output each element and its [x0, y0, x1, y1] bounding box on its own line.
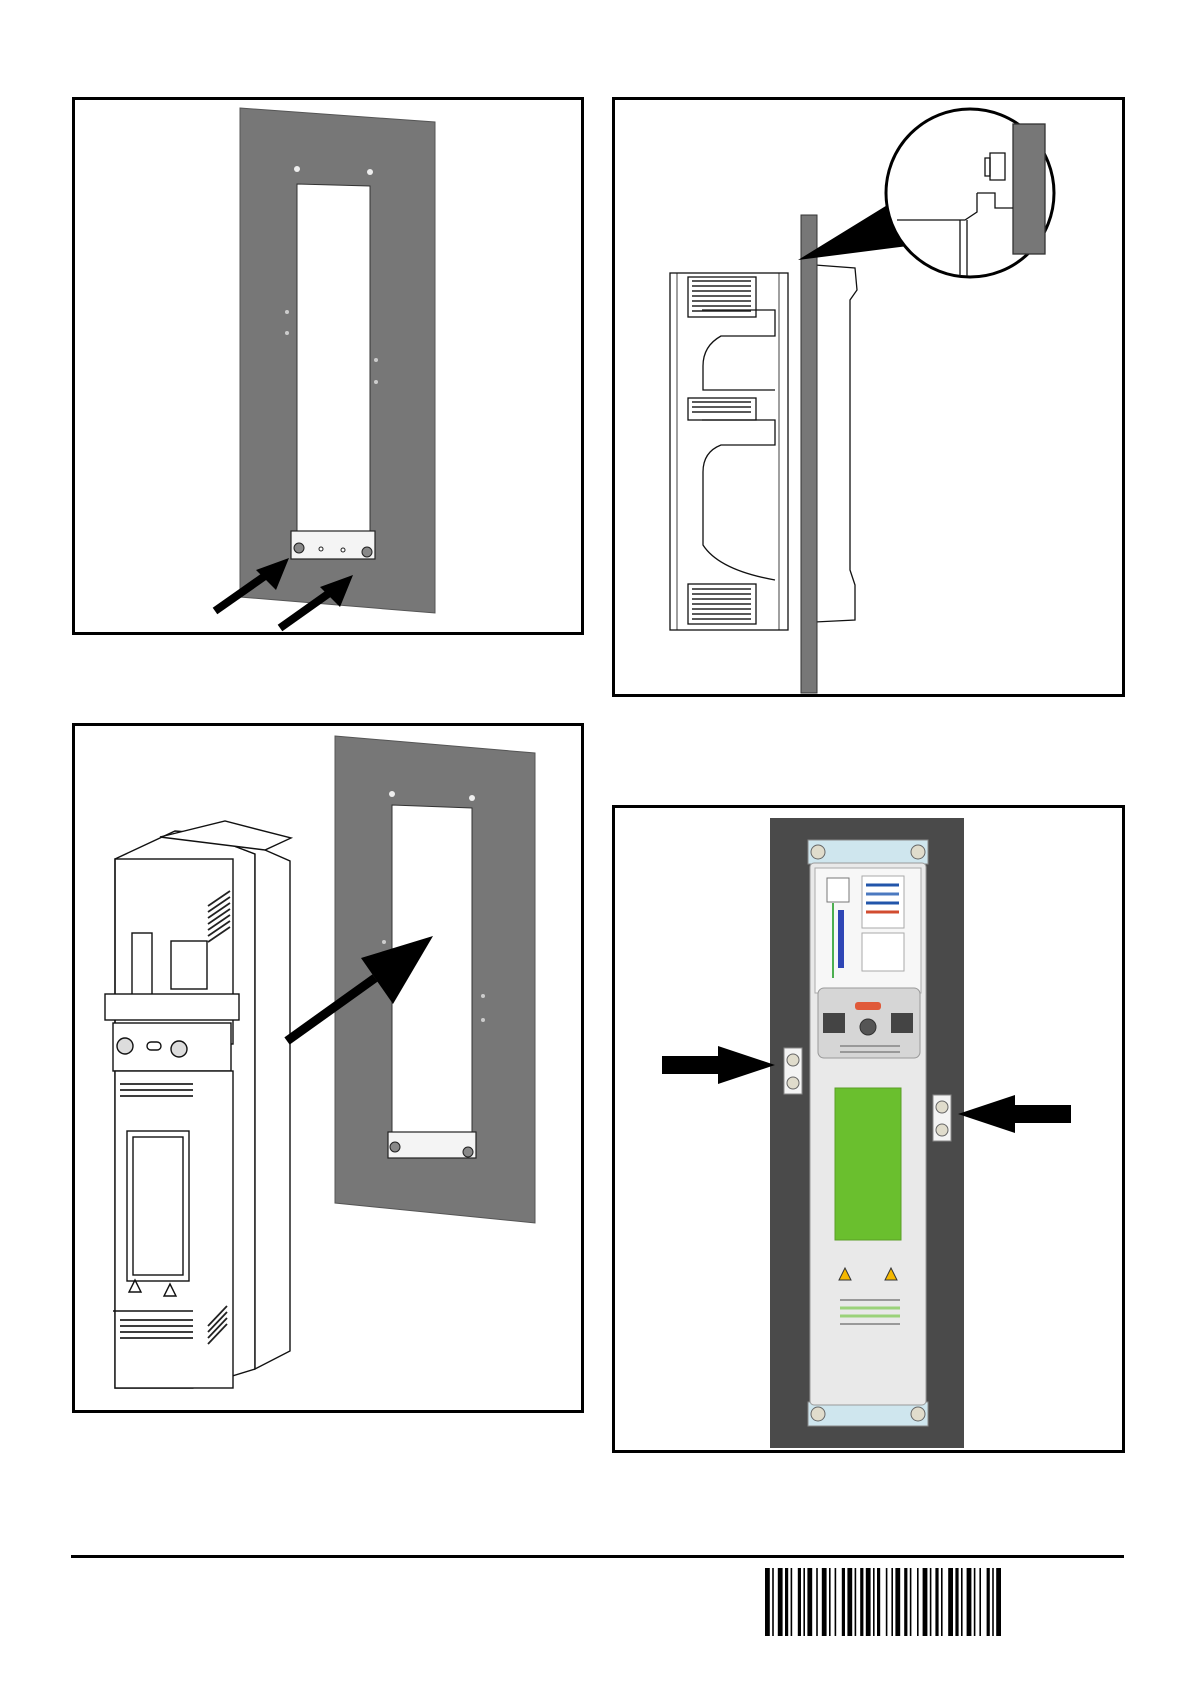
- screw-icon: [390, 1142, 400, 1152]
- bottom-fixing-bracket: [291, 531, 375, 559]
- figure-side-view: [612, 97, 1125, 697]
- screw-icon: [463, 1147, 473, 1157]
- arrow-icon: [662, 1046, 775, 1084]
- drive-side-outline: [670, 265, 857, 630]
- drive-body: [105, 821, 291, 1388]
- terminal-icon: [171, 1041, 187, 1057]
- figure-mounting-plate: [72, 97, 584, 635]
- panel-cutout: [297, 184, 370, 548]
- left-clamp: [784, 1048, 802, 1094]
- arrow-icon: [958, 1095, 1071, 1133]
- footer-rule: [71, 1555, 1124, 1558]
- figure-drive-insertion: [72, 723, 584, 1413]
- bottom-fixing-bracket: [388, 1132, 476, 1158]
- barcode: [765, 1568, 1103, 1636]
- screw-icon: [294, 543, 304, 553]
- drive-front: [810, 863, 926, 1405]
- bottom-bracket: [808, 1402, 928, 1426]
- top-bracket: [808, 840, 928, 864]
- figure-front-view: [612, 805, 1125, 1453]
- terminal-icon: [117, 1038, 133, 1054]
- mounting-panel-edge: [801, 215, 817, 693]
- barcode-image: [765, 1568, 1103, 1636]
- right-clamp: [933, 1095, 951, 1141]
- button-icon: [860, 1019, 876, 1035]
- screw-icon: [362, 547, 372, 557]
